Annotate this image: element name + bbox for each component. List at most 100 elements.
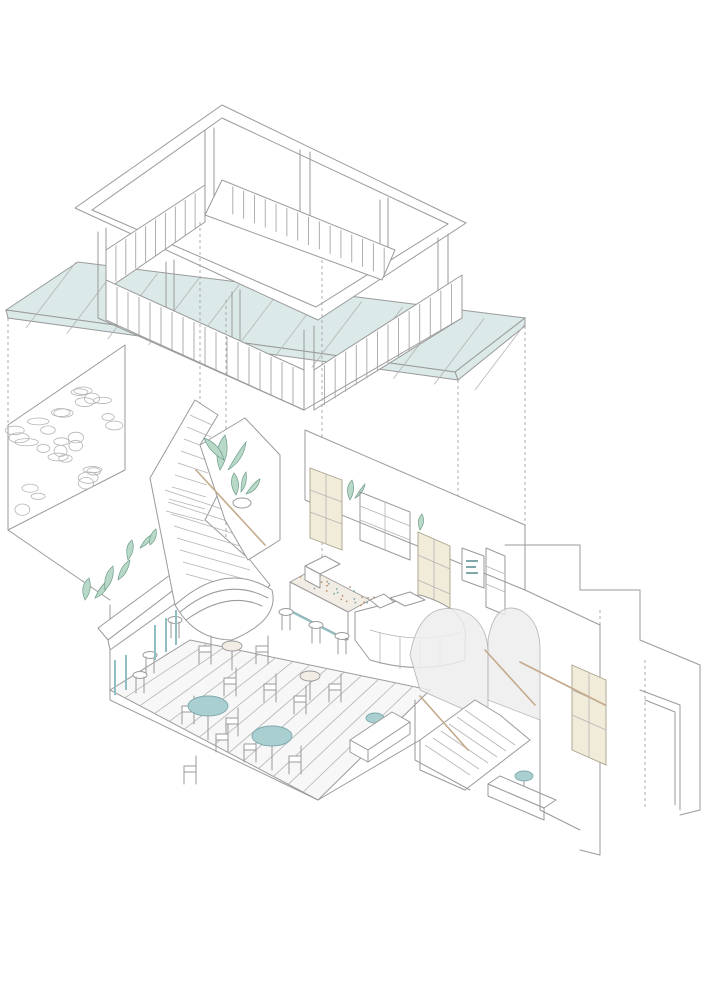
stone xyxy=(73,386,93,395)
stair-step xyxy=(170,513,236,535)
chair-seat xyxy=(183,765,197,773)
annex-handrail-2 xyxy=(484,649,536,706)
stone xyxy=(53,408,74,418)
bar-stool xyxy=(132,671,148,694)
arch-passage-2 xyxy=(487,607,541,721)
main-staircase xyxy=(149,399,281,641)
canopy-beam xyxy=(433,318,485,385)
stair-curved-landing xyxy=(174,577,274,641)
terrazzo-chip xyxy=(353,598,356,600)
stone xyxy=(105,420,124,431)
plant-niche-top xyxy=(203,434,247,471)
chair-seat xyxy=(198,645,212,653)
terrazzo-chip xyxy=(325,590,328,592)
stair-step xyxy=(164,489,226,511)
terrazzo-chip xyxy=(354,601,357,604)
terrazzo-chip xyxy=(320,581,323,584)
stool-seat xyxy=(278,608,294,616)
annex-stair-mass xyxy=(419,699,531,791)
annex-left-wall xyxy=(414,699,471,791)
terrazzo-chip xyxy=(326,580,329,583)
bar-counter-front xyxy=(289,581,349,641)
stone xyxy=(78,476,95,490)
teal-table-1 xyxy=(187,695,229,717)
chair-seat xyxy=(243,743,257,751)
chair-seat xyxy=(288,755,302,763)
stair-landing-curve-2 xyxy=(185,600,263,621)
annex-roof-outline xyxy=(504,544,701,816)
terrazzo-chip xyxy=(333,592,336,595)
chair xyxy=(255,635,269,665)
annex-handrail-1 xyxy=(419,695,469,751)
stool-seat xyxy=(334,632,350,640)
chair xyxy=(288,745,302,775)
teal-table-annex xyxy=(514,770,534,782)
stool-seat xyxy=(142,651,158,659)
back-shelves xyxy=(359,491,411,561)
cafe-table xyxy=(299,670,321,701)
stone xyxy=(67,431,84,444)
floor-board xyxy=(243,671,345,762)
chair-seat xyxy=(255,645,269,653)
stone xyxy=(83,392,101,405)
arches xyxy=(409,607,541,721)
terrazzo-chip xyxy=(345,600,348,603)
balcony-frame xyxy=(74,104,467,411)
stone xyxy=(30,492,46,500)
stair-handrail xyxy=(195,469,266,546)
stool-seat xyxy=(308,621,324,629)
stair-step xyxy=(167,501,231,523)
floor-board xyxy=(213,664,311,746)
stair-step xyxy=(173,525,241,547)
chair xyxy=(198,635,212,665)
cafe-table xyxy=(221,640,243,671)
stone xyxy=(4,425,25,436)
annex-step xyxy=(464,709,516,746)
back-balusters xyxy=(232,186,385,276)
stone xyxy=(36,443,51,453)
stair-step xyxy=(179,549,251,571)
terrazzo-chip xyxy=(327,582,330,585)
stone xyxy=(40,425,56,435)
bar-stool xyxy=(308,621,324,644)
annex-wall-shelf xyxy=(519,661,606,706)
annex-inner-edge xyxy=(539,719,581,831)
floor-board xyxy=(228,668,328,754)
stone xyxy=(47,452,69,462)
terrazzo-chip xyxy=(363,601,366,604)
stone-texture xyxy=(4,386,124,516)
plant-back-wall xyxy=(347,479,424,531)
floor-board xyxy=(139,646,225,707)
terrazzo-chip xyxy=(326,584,328,587)
base-outline xyxy=(109,604,421,801)
terrazzo-chip xyxy=(341,594,344,597)
stone xyxy=(68,439,83,452)
chair xyxy=(183,755,197,785)
terrazzo-chip xyxy=(367,596,370,599)
terrazzo-chip xyxy=(299,575,302,578)
left-base-edge xyxy=(7,529,111,601)
annex-step xyxy=(424,744,471,776)
stair-step xyxy=(168,498,206,510)
terrazzo-chip xyxy=(366,601,369,604)
annex-step xyxy=(448,723,498,758)
floor-board xyxy=(288,682,396,785)
stone xyxy=(101,413,115,421)
chair xyxy=(223,667,237,697)
stair-landing-curve-1 xyxy=(179,588,269,613)
stair-step xyxy=(174,474,208,486)
floor-board xyxy=(184,657,276,730)
chair-seat xyxy=(215,733,229,741)
chair xyxy=(215,723,229,753)
chair-seat xyxy=(223,677,237,685)
stair-step xyxy=(189,414,213,426)
stair-step xyxy=(176,537,246,559)
right-annex xyxy=(414,544,701,856)
furniture xyxy=(132,608,350,785)
terrazzo-chip xyxy=(361,596,363,599)
teal-bar-stools xyxy=(114,610,177,695)
annex-stair xyxy=(419,649,536,791)
left-balusters xyxy=(115,193,196,282)
